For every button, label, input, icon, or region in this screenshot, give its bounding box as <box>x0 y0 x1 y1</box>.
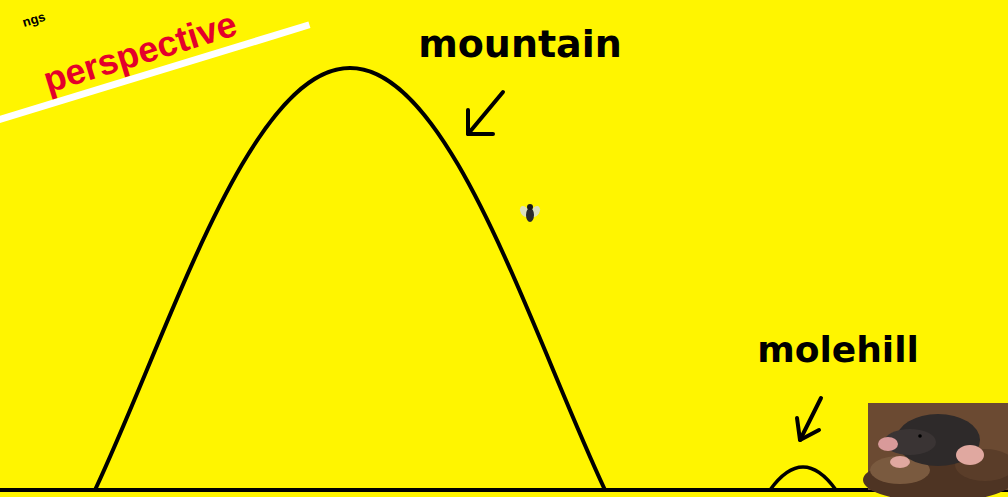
ground-line <box>0 488 1008 492</box>
mole-photo <box>863 403 1008 497</box>
mountain-arrow <box>468 92 503 134</box>
molehill-arrow <box>797 398 821 440</box>
callout-label: molehill <box>757 330 919 370</box>
mountain-outline <box>95 68 605 490</box>
molehill-outline <box>770 467 836 490</box>
fly <box>518 204 542 222</box>
callout-label: mountain <box>418 24 622 66</box>
